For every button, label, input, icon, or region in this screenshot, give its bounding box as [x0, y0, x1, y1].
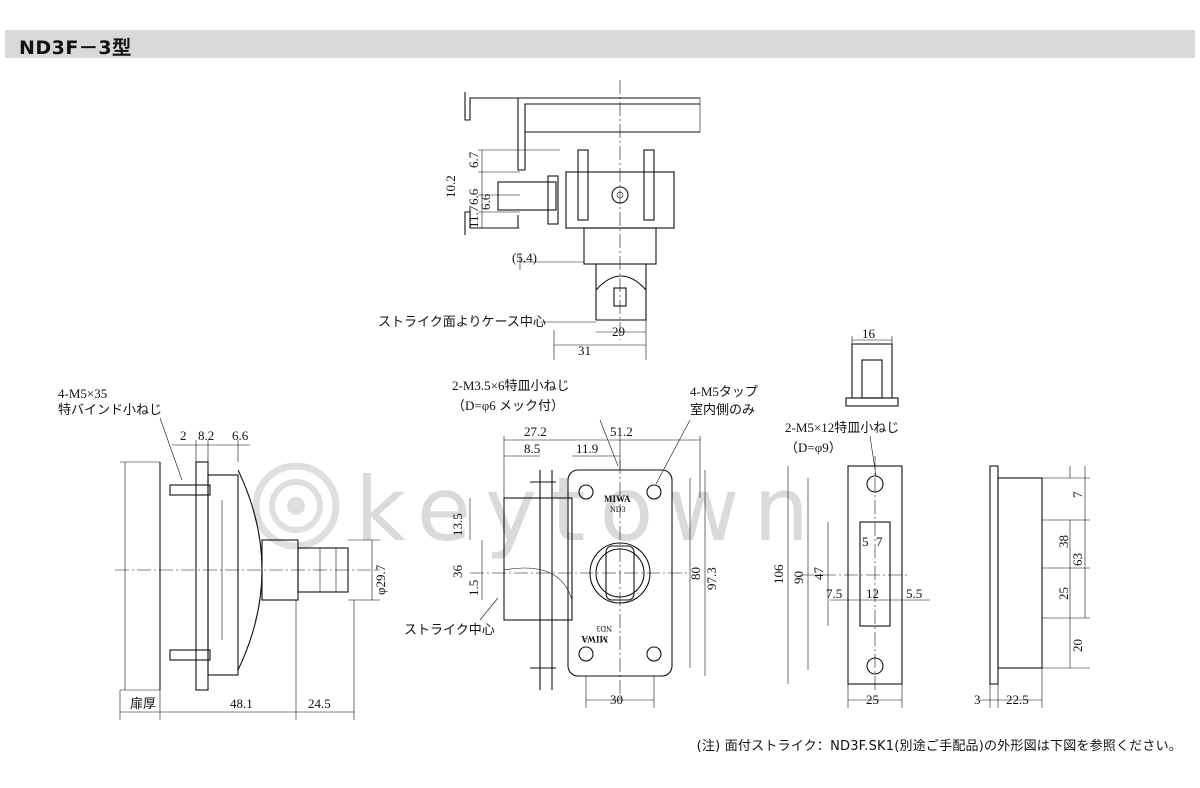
svg-text:3: 3 — [974, 692, 981, 707]
side-view: 4-M5×35 特バインド小ねじ 2 8.2 6.6 φ29.7 48.1 24… — [58, 386, 388, 720]
svg-text:MIWA: MIWA — [604, 494, 631, 504]
svg-text:16: 16 — [862, 326, 876, 341]
svg-text:ND3: ND3 — [596, 624, 612, 633]
svg-text:13.5: 13.5 — [450, 513, 465, 536]
svg-text:MIWA: MIWA — [581, 634, 608, 644]
svg-text:6.7: 6.7 — [466, 151, 481, 168]
svg-text:31: 31 — [578, 343, 591, 358]
svg-text:47: 47 — [811, 567, 826, 581]
svg-text:11.9: 11.9 — [576, 441, 598, 456]
svg-text:8.5: 8.5 — [524, 441, 540, 456]
svg-text:ストライク中心: ストライク中心 — [404, 622, 495, 637]
svg-text:ND3: ND3 — [610, 505, 626, 514]
svg-text:2-M3.5×6特皿小ねじ: 2-M3.5×6特皿小ねじ — [452, 378, 569, 393]
svg-text:7.5: 7.5 — [826, 586, 842, 601]
svg-text:11.7: 11.7 — [466, 205, 481, 228]
svg-text:(5.4): (5.4) — [512, 250, 537, 265]
svg-text:97.3: 97.3 — [704, 567, 719, 590]
page-title: ND3F－3型 — [19, 37, 132, 59]
svg-text:特バインド小ねじ: 特バインド小ねじ — [58, 402, 162, 417]
svg-text:22.5: 22.5 — [1006, 692, 1029, 707]
strike-side-view: 7 38 63 25 20 3 22.5 — [974, 465, 1090, 708]
svg-text:10.2: 10.2 — [443, 175, 458, 198]
svg-text:6.6: 6.6 — [232, 428, 249, 443]
svg-text:6.6: 6.6 — [478, 193, 493, 210]
svg-text:2: 2 — [180, 428, 187, 443]
svg-text:25: 25 — [1056, 587, 1071, 600]
svg-text:（D=φ6 メック付）: （D=φ6 メック付） — [452, 398, 564, 413]
svg-text:38: 38 — [1056, 535, 1071, 548]
svg-text:106: 106 — [771, 564, 786, 584]
svg-text:扉厚: 扉厚 — [130, 696, 156, 711]
svg-text:36: 36 — [450, 565, 465, 579]
svg-text:1.5: 1.5 — [466, 580, 481, 596]
strike-view: 16 106 90 47 5 7 7.5 12 5.5 25 2-M5×12特皿… — [771, 326, 930, 708]
front-view: MIWA ND3 ND3 MIWA 2-M3.5×6特皿小ねじ （D=φ6 メッ… — [404, 378, 758, 708]
svg-text:8.2: 8.2 — [198, 428, 214, 443]
svg-text:24.5: 24.5 — [308, 696, 331, 711]
svg-text:12: 12 — [866, 586, 879, 601]
svg-text:（D=φ9）: （D=φ9） — [785, 440, 842, 455]
svg-text:51.2: 51.2 — [610, 424, 633, 439]
svg-text:29: 29 — [612, 324, 625, 339]
svg-text:6.6: 6.6 — [466, 188, 481, 205]
svg-text:7: 7 — [876, 534, 883, 549]
top-view: 6.7 10.2 6.6 11.7 6.6 (5.4) 29 31 ストライク面… — [378, 80, 701, 360]
svg-text:25: 25 — [866, 692, 879, 707]
svg-text:2-M5×12特皿小ねじ: 2-M5×12特皿小ねじ — [785, 420, 899, 435]
svg-text:80: 80 — [688, 567, 703, 580]
svg-text:30: 30 — [610, 692, 623, 707]
svg-text:20: 20 — [1070, 639, 1085, 652]
svg-text:7: 7 — [1070, 491, 1085, 498]
svg-text:5.5: 5.5 — [906, 586, 922, 601]
svg-text:4-M5タップ: 4-M5タップ — [690, 384, 758, 399]
svg-text:φ29.7: φ29.7 — [373, 564, 388, 595]
svg-text:63: 63 — [1070, 553, 1085, 566]
svg-text:室内側のみ: 室内側のみ — [690, 402, 755, 417]
svg-text:5: 5 — [862, 534, 869, 549]
svg-text:ストライク面よりケース中心: ストライク面よりケース中心 — [378, 314, 546, 329]
watermark: keytown — [252, 458, 823, 561]
svg-text:4-M5×35: 4-M5×35 — [58, 386, 107, 401]
svg-text:48.1: 48.1 — [230, 696, 253, 711]
svg-text:90: 90 — [791, 571, 806, 584]
title-bar: ND3F－3型 — [5, 30, 1195, 59]
svg-text:keytown: keytown — [355, 458, 823, 561]
svg-text:27.2: 27.2 — [524, 424, 547, 439]
footnote: (注) 面付ストライク：ND3F.SK1(別途ご手配品)の外形図は下図を参照くだ… — [696, 739, 1182, 754]
